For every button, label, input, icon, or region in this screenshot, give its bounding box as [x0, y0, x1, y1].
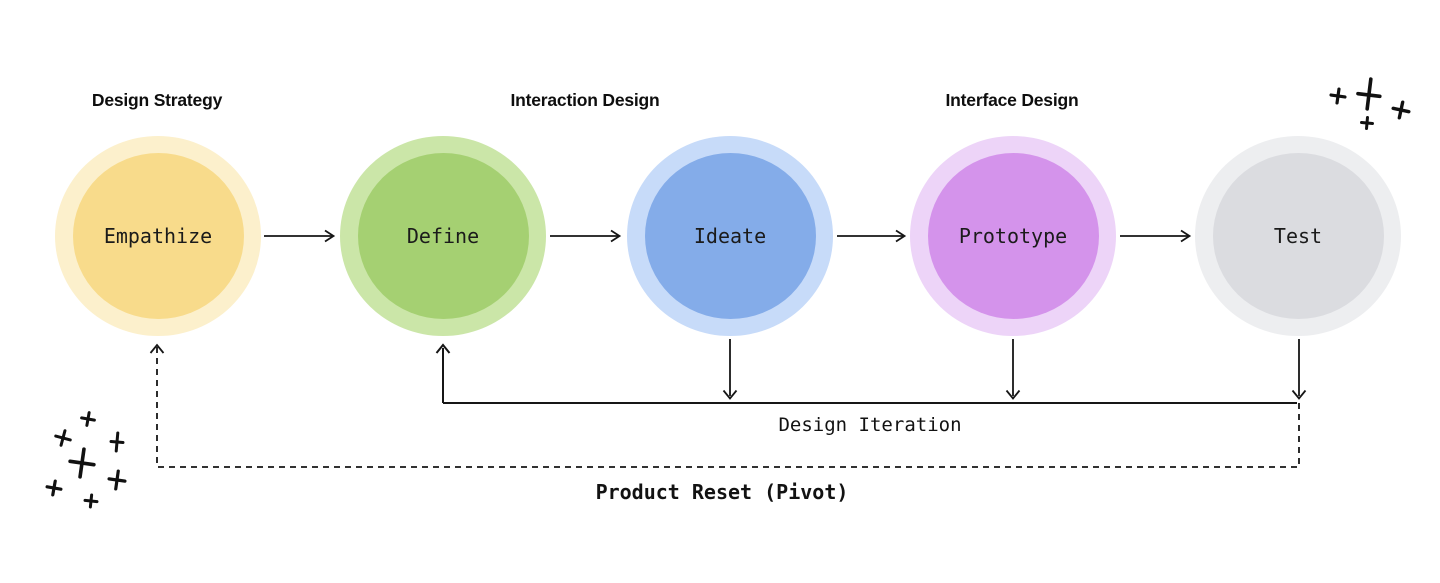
- sparkle-icon: [1329, 87, 1347, 105]
- sparkle-icon: [107, 469, 127, 491]
- sparkle-icon: [1356, 77, 1382, 111]
- design-iteration-path: [435, 339, 1307, 404]
- design-iteration-label: Design Iteration: [778, 414, 962, 436]
- sparkle-icon: [109, 431, 125, 453]
- stage-empathize: Empathize: [55, 136, 261, 336]
- group-label-design-strategy: Design Strategy: [91, 90, 223, 110]
- sparkle-cluster-bottom-left: [45, 411, 127, 509]
- arrow-prototype-to-test: [1120, 229, 1192, 243]
- sparkle-icon: [83, 493, 99, 509]
- sparkle-icon: [45, 479, 63, 497]
- arrow-define-to-ideate: [550, 229, 622, 243]
- sparkle-icon: [68, 447, 96, 479]
- arrow-ideate-to-prototype: [837, 229, 907, 243]
- stage-label: Prototype: [958, 224, 1068, 248]
- stage-label: Ideate: [693, 224, 767, 248]
- group-label-interaction-design: Interaction Design: [510, 90, 660, 110]
- stage-prototype: Prototype: [910, 136, 1116, 336]
- stage-test: Test: [1195, 136, 1401, 336]
- stage-label: Test: [1273, 224, 1323, 248]
- sparkle-cluster-top-right: [1329, 77, 1411, 130]
- group-label-interface-design: Interface Design: [945, 90, 1079, 110]
- stage-define: Define: [340, 136, 546, 336]
- stage-circle: Ideate: [644, 153, 816, 319]
- stage-ideate: Ideate: [627, 136, 833, 336]
- stage-circle: Define: [357, 153, 529, 319]
- sparkle-icon: [1360, 116, 1374, 130]
- sparkle-icon: [1391, 100, 1411, 120]
- sparkle-icon: [80, 411, 96, 427]
- stage-circle: Test: [1212, 153, 1384, 319]
- stage-label: Empathize: [103, 224, 213, 248]
- stage-label: Define: [406, 224, 480, 248]
- stage-circle: Empathize: [72, 153, 244, 319]
- sparkle-icon: [54, 429, 72, 447]
- arrow-empathize-to-define: [264, 229, 336, 243]
- stage-circle: Prototype: [927, 153, 1099, 319]
- product-reset-label: Product Reset (Pivot): [595, 480, 849, 504]
- product-reset-path: [149, 343, 1300, 468]
